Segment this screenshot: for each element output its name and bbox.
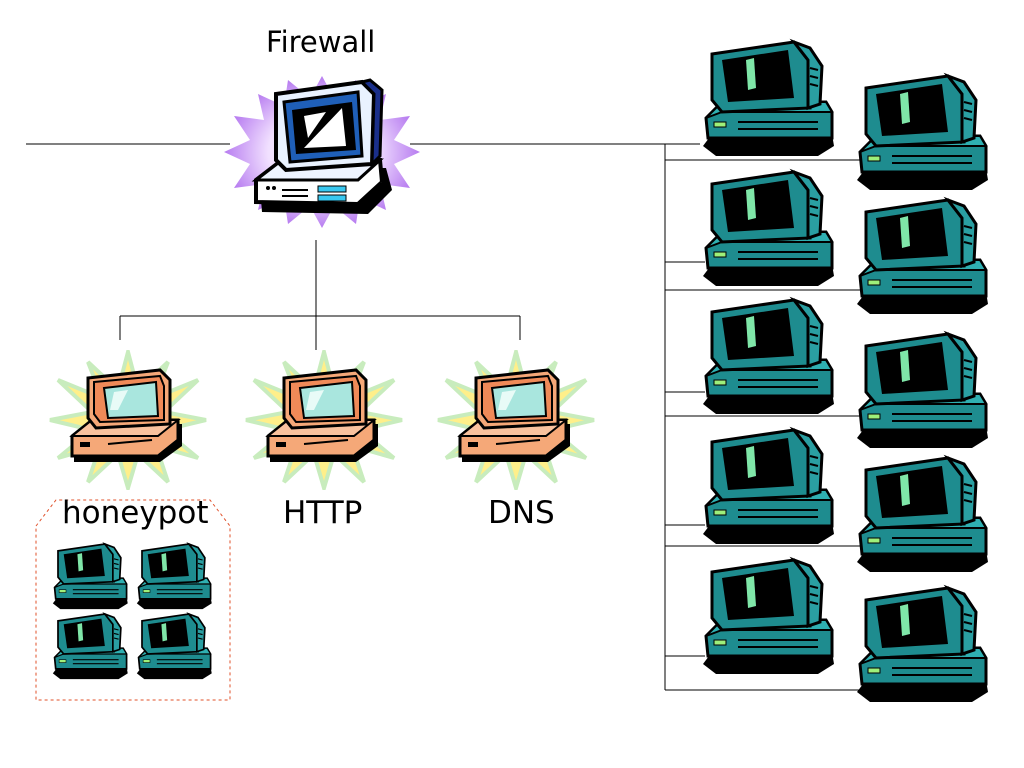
honeypot-server-icon <box>48 350 208 490</box>
honeypot-decoy-icon <box>135 613 213 681</box>
client-workstation-icon <box>855 586 990 704</box>
http-label: HTTP <box>283 495 363 531</box>
http-server-icon <box>244 350 404 490</box>
firewall-icon <box>222 74 422 230</box>
client-workstation-icon <box>701 558 836 676</box>
honeypot-decoy-icon <box>51 613 129 681</box>
honeypot-decoy-icon <box>51 543 129 611</box>
connection-lines <box>26 143 860 691</box>
honeypot-decoy-icon <box>135 543 213 611</box>
dns-server-icon <box>436 350 596 490</box>
client-workstation-icon <box>855 456 990 574</box>
client-workstation-icon <box>701 298 836 416</box>
honeypot-label: honeypot <box>62 495 209 531</box>
client-workstation-icon <box>701 428 836 546</box>
client-workstation-icon <box>701 40 836 158</box>
client-workstation-icon <box>855 332 990 450</box>
firewall-label: Firewall <box>266 25 376 59</box>
honeypot-enclosure <box>35 499 231 701</box>
dns-label: DNS <box>488 495 555 531</box>
client-workstation-icon <box>855 74 990 192</box>
client-workstation-icon <box>701 170 836 288</box>
client-workstation-icon <box>855 198 990 316</box>
